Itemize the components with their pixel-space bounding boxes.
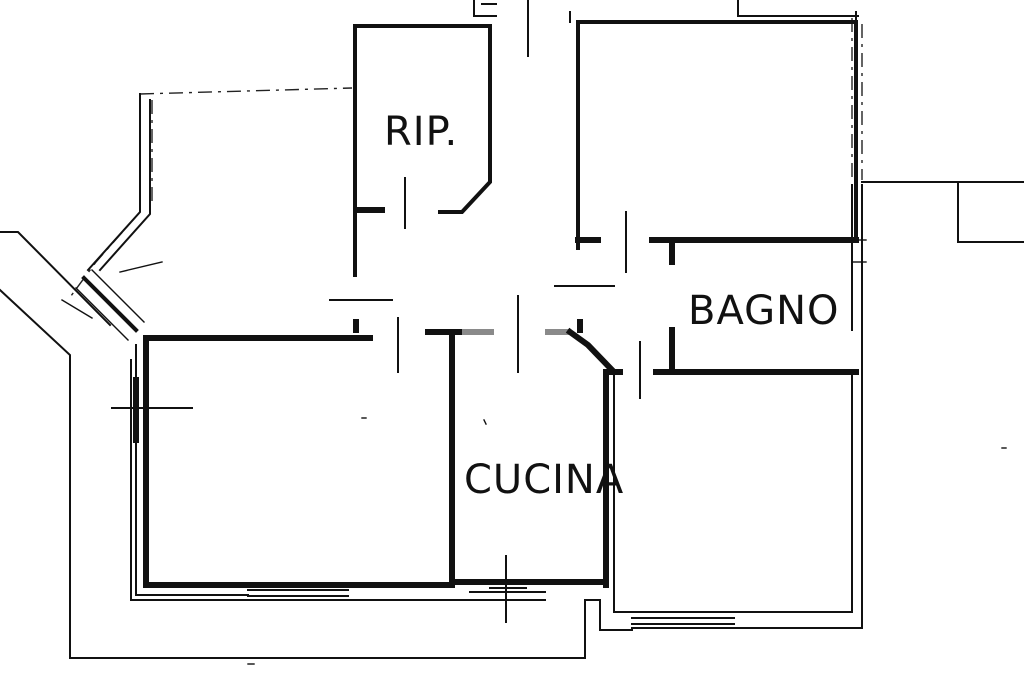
room-ripostiglio: RIP.	[329, 24, 492, 301]
room-bagno: BAGNO	[639, 184, 867, 399]
room-upper-left	[86, 93, 151, 272]
diagonal-wing	[0, 231, 586, 659]
entrance-markings	[473, 0, 529, 57]
outer-boundary	[67, 18, 863, 301]
room-upper-right	[554, 0, 859, 287]
room-label-cucina: CUCINA	[464, 457, 624, 503]
room-label-rip: RIP.	[384, 109, 458, 155]
plan-annotations	[247, 319, 1007, 665]
room-label-bagno: BAGNO	[688, 288, 840, 334]
balcony-right	[861, 181, 1024, 243]
room-lower-right	[584, 329, 863, 631]
room-lower-left	[111, 317, 471, 601]
room-cucina: CUCINA	[425, 295, 624, 623]
